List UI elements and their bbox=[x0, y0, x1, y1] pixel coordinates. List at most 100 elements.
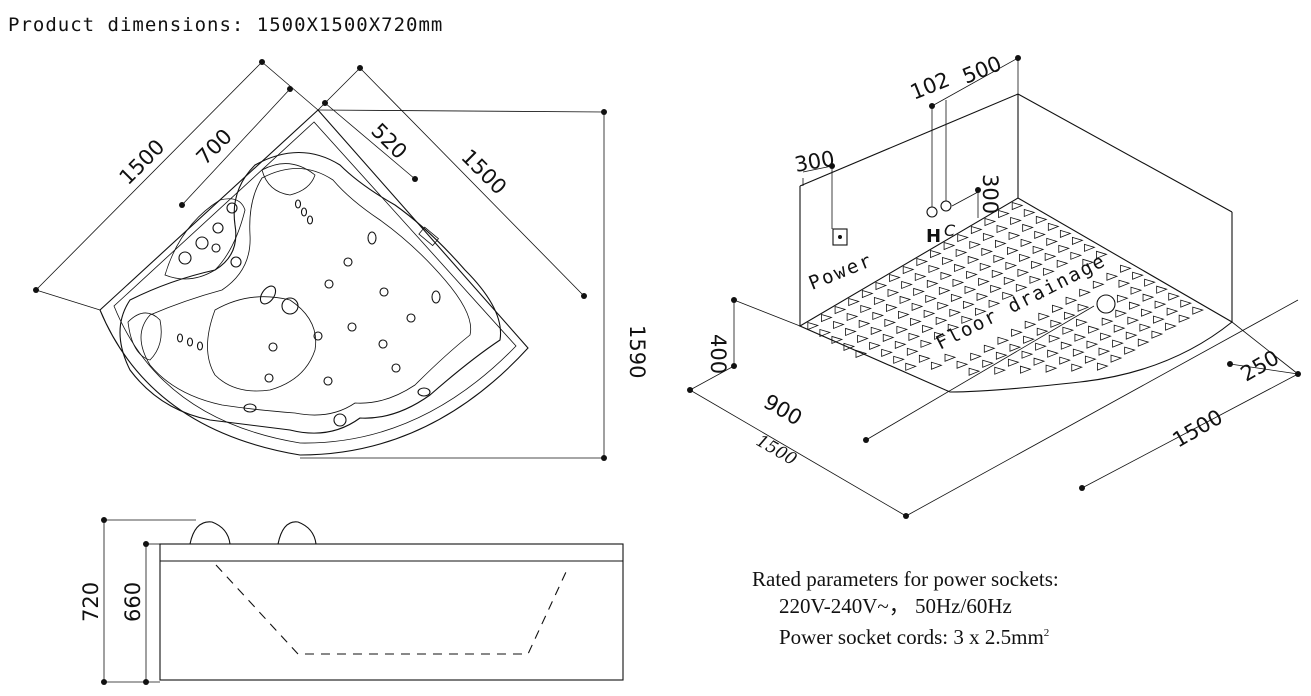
floor-tile-triangle bbox=[845, 327, 857, 337]
floor-tile-triangle bbox=[978, 277, 990, 286]
dim-1590: 1590 bbox=[625, 325, 649, 378]
floor-tile-triangle bbox=[1154, 300, 1167, 309]
floor-tile-triangle bbox=[821, 313, 833, 323]
floor-tile-triangle bbox=[1084, 243, 1096, 252]
floor-tile-triangle bbox=[934, 331, 946, 340]
floor-tile-triangle bbox=[988, 299, 1001, 308]
notes-line-3: Power socket cords: 3 x 2.5mm2 bbox=[752, 620, 1059, 651]
floor-tile-triangle bbox=[1118, 279, 1131, 288]
dim-1500-bottom-left: 1500 bbox=[753, 431, 801, 470]
floor-tile-triangle bbox=[1047, 349, 1059, 358]
floor-tile-triangle bbox=[994, 366, 1006, 375]
notes-line-3-superscript: 2 bbox=[1043, 627, 1050, 639]
floor-tile-triangle bbox=[998, 209, 1010, 219]
floor-tile-triangle bbox=[922, 324, 934, 333]
floor-tile-triangle bbox=[881, 348, 893, 357]
floor-tile-triangle bbox=[1092, 280, 1105, 289]
floor-tile-triangle bbox=[807, 321, 820, 331]
floor-tile-triangle bbox=[1166, 307, 1179, 316]
floor-drain-icon bbox=[1096, 294, 1116, 314]
tub-basin-hidden-outline bbox=[215, 564, 567, 655]
floor-tile-triangle bbox=[961, 315, 974, 324]
dim-1500-bottom-right: 1500 bbox=[1169, 405, 1227, 453]
floor-tile-triangle bbox=[848, 297, 860, 307]
dim-1500-right: 1500 bbox=[456, 145, 511, 200]
floor-tile-triangle bbox=[1129, 301, 1141, 310]
notes-line-3-text: Power socket cords: 3 x 2.5mm bbox=[779, 625, 1044, 649]
floor-tile-triangle bbox=[1100, 332, 1112, 341]
floor-tile-triangle bbox=[918, 354, 931, 363]
floor-tile-triangle bbox=[872, 311, 884, 321]
massage-jets bbox=[264, 257, 416, 386]
floor-tile-triangle bbox=[969, 240, 981, 250]
floor-tile-triangle bbox=[940, 271, 953, 281]
floor-tile-triangle bbox=[957, 233, 969, 243]
floor-tile-triangle bbox=[1180, 299, 1192, 308]
floor-tile-triangle bbox=[1125, 331, 1138, 340]
floor-tile-triangle bbox=[1059, 229, 1072, 238]
floor-tile-triangle bbox=[819, 328, 832, 338]
floor-tile-triangle bbox=[1021, 350, 1034, 359]
floor-tile-triangle bbox=[1032, 245, 1045, 254]
floor-tile-triangle bbox=[893, 355, 905, 364]
floor-tile-triangle bbox=[923, 309, 936, 318]
drain-icon bbox=[281, 297, 299, 315]
floor-tile-triangle bbox=[982, 359, 994, 368]
power-socket-notes: Rated parameters for power sockets: 220V… bbox=[752, 566, 1059, 651]
floor-tile-triangle bbox=[995, 351, 1008, 360]
floor-tile-triangle bbox=[1156, 285, 1168, 294]
floor-tile-triangle bbox=[996, 224, 1009, 234]
floor-tile-triangle bbox=[1035, 342, 1047, 351]
floor-tile-triangle bbox=[1096, 250, 1108, 259]
floor-tile-triangle bbox=[1101, 317, 1114, 326]
floor-tile-triangle bbox=[843, 342, 856, 352]
headrest-left bbox=[189, 521, 231, 545]
floor-tile-triangle bbox=[882, 333, 895, 342]
grille-icon bbox=[418, 226, 440, 247]
floor-tile-triangle bbox=[943, 241, 956, 251]
floor-tile-triangle bbox=[1178, 314, 1191, 323]
floor-tile-triangle bbox=[966, 270, 978, 280]
tub-seat bbox=[207, 296, 317, 392]
floor-tile-triangle bbox=[884, 318, 897, 328]
floor-tile-triangle bbox=[1046, 237, 1058, 246]
control-knob-icon bbox=[195, 236, 209, 250]
tub-basin-outline bbox=[119, 151, 502, 434]
floor-tile-triangle bbox=[1065, 296, 1078, 305]
dim-660: 660 bbox=[121, 582, 145, 622]
floor-tile-triangle bbox=[905, 362, 917, 371]
top-view: 1500 700 520 1500 1590 bbox=[33, 59, 649, 461]
floor-tile-triangle bbox=[1116, 294, 1129, 303]
floor-tile-triangle bbox=[1015, 283, 1028, 292]
floor-tile-triangle bbox=[1062, 326, 1075, 335]
dim-102: 102 bbox=[907, 67, 953, 104]
floor-tile-triangle bbox=[1033, 357, 1046, 366]
floor-tile-triangle bbox=[1017, 268, 1030, 277]
control-knob-icon bbox=[226, 202, 238, 214]
floor-tile-triangle bbox=[886, 303, 898, 313]
cold-water-outlet-icon bbox=[940, 200, 952, 212]
floor-tile-triangle bbox=[1130, 286, 1143, 295]
floor-tile-triangle bbox=[1056, 259, 1069, 268]
floor-tile-triangle bbox=[976, 292, 989, 301]
floor-tile-triangle bbox=[970, 352, 982, 361]
floor-tile-triangle bbox=[855, 349, 868, 358]
floor-tile-triangle bbox=[995, 239, 1007, 249]
light-icon bbox=[333, 413, 347, 427]
floor-tile-triangle bbox=[873, 296, 886, 306]
floor-tile-triangle bbox=[875, 281, 888, 291]
floor-tile-triangle bbox=[935, 316, 948, 325]
control-knob-icon bbox=[178, 251, 192, 265]
headrest-right bbox=[277, 521, 317, 545]
side-view: 720 660 bbox=[79, 517, 624, 685]
floor-tile-triangle bbox=[982, 232, 995, 242]
floor-tile-triangle bbox=[1024, 320, 1037, 329]
floor-tile-pattern bbox=[807, 201, 1204, 376]
floor-tile-triangle bbox=[1096, 362, 1109, 371]
floor-tile-triangle bbox=[902, 265, 915, 275]
floor-tile-triangle bbox=[1034, 230, 1046, 240]
floor-tile-triangle bbox=[975, 307, 987, 316]
floor-tile-triangle bbox=[1036, 327, 1049, 336]
floor-tile-triangle bbox=[1035, 215, 1048, 225]
